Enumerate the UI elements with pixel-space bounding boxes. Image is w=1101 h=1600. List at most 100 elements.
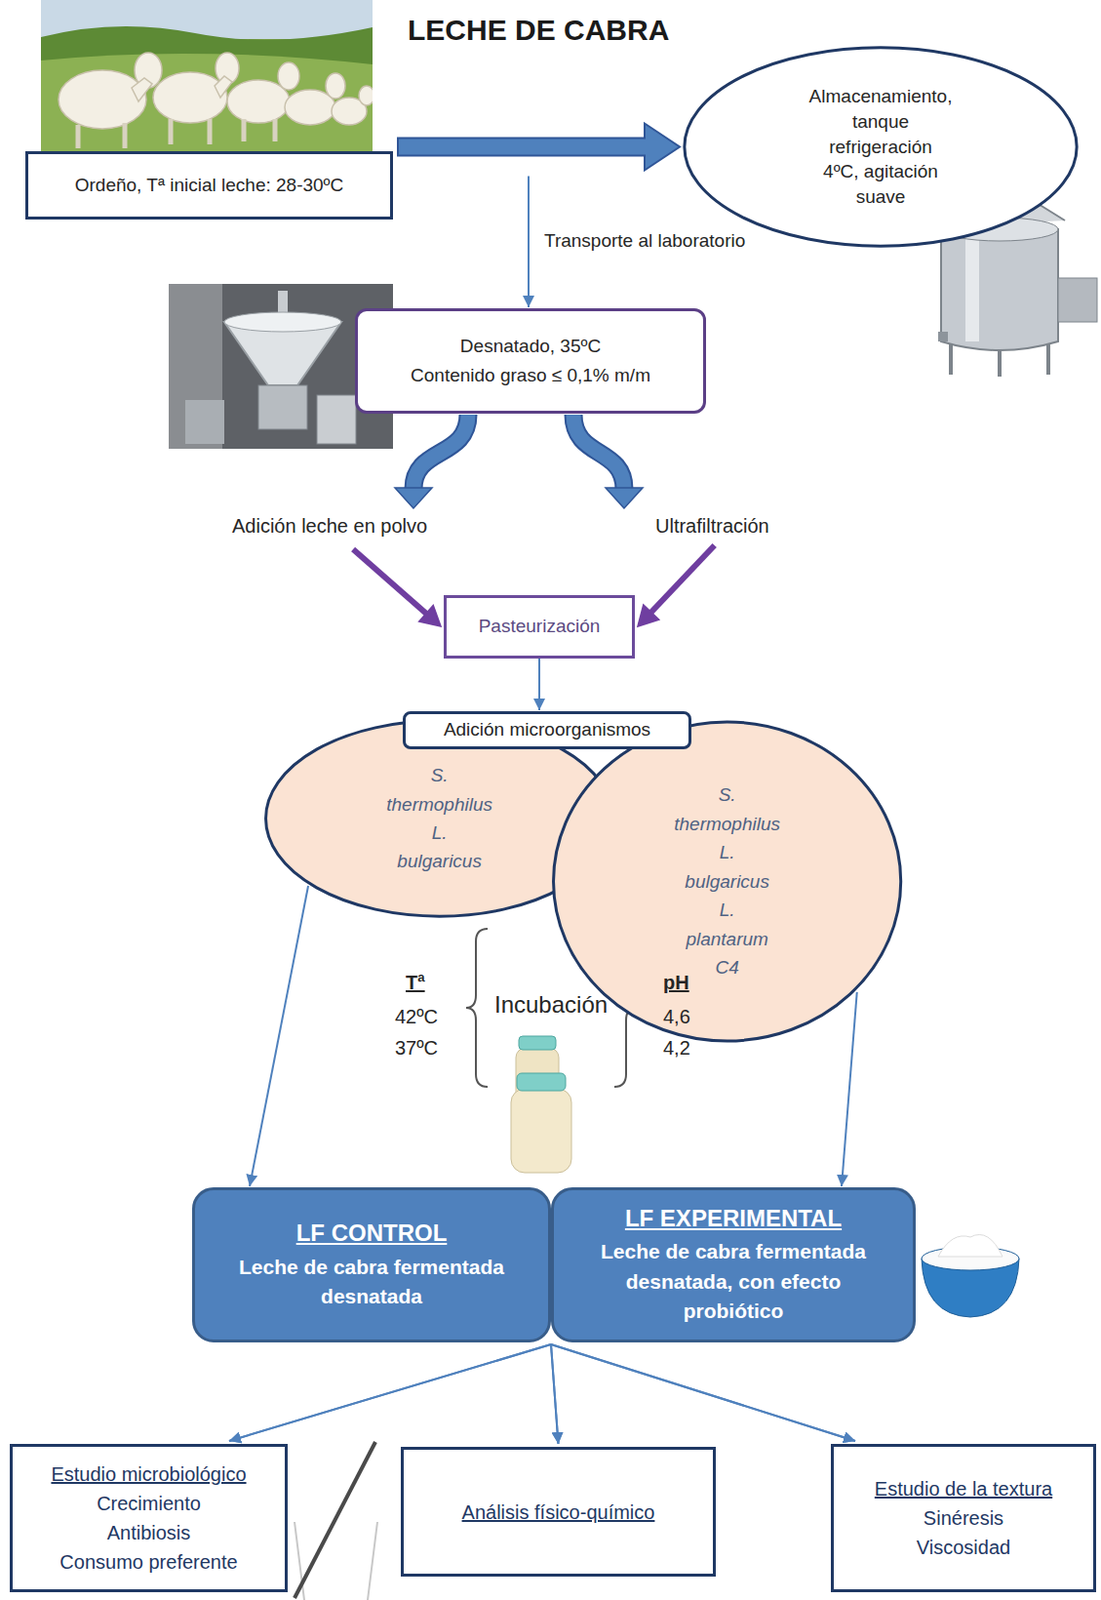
node-text: Antibiosis xyxy=(107,1517,192,1547)
incubation-label: pH xyxy=(663,971,690,994)
node-content: Almacenamiento, tanque refrigeración 4ºC… xyxy=(858,83,905,209)
process-box: Ordeño, Tª inicial leche: 28-30ºC xyxy=(25,151,394,220)
connector-line xyxy=(550,1343,856,1441)
node-text: Leche de cabra fermentada desnatada xyxy=(238,1252,505,1312)
connector-line xyxy=(550,1343,559,1444)
flow-connector xyxy=(229,1343,551,1441)
node-content: LF CONTROL Leche de cabra fermentada desn… xyxy=(208,1217,535,1311)
node-text: Adición microorganismos xyxy=(443,717,651,743)
curved-arrow-outline xyxy=(413,414,469,489)
glass-spoon-picture xyxy=(294,1441,378,1600)
node-heading: Estudio microbiológico xyxy=(50,1458,246,1489)
node-heading: Estudio de la textura xyxy=(874,1473,1053,1503)
node-content: Adición microorganismos xyxy=(413,717,681,743)
curved-arrow-body xyxy=(573,414,625,489)
goat-figures xyxy=(58,52,373,129)
node-content: Pasteurización xyxy=(454,614,625,639)
incubation-label: 37ºC xyxy=(394,1036,438,1060)
flow-connector xyxy=(550,1343,559,1444)
node-text: Pasteurización xyxy=(478,614,601,639)
node-text: Desnatado, 35ºC xyxy=(460,331,601,361)
connector-line xyxy=(841,991,858,1186)
edge-label: Adición leche en polvo xyxy=(232,514,428,538)
tank-legs xyxy=(950,343,1049,377)
flow-connector xyxy=(841,991,858,1186)
node-text: Crecimiento xyxy=(96,1488,201,1518)
flow-connector xyxy=(397,123,680,171)
arrowhead xyxy=(637,604,660,627)
node-text: L. plantarum C4 xyxy=(685,895,769,982)
process-box: Adición microorganismos xyxy=(402,710,692,749)
yogurt-bottles-picture xyxy=(511,1035,572,1173)
node-content: Ordeño, Tª inicial leche: 28-30ºC xyxy=(38,173,381,198)
node-content: Estudio microbiológicoCrecimientoAntibio… xyxy=(20,1458,277,1576)
process-box: Pasteurización xyxy=(443,594,635,659)
storage-ellipse: Almacenamiento, tanque refrigeración 4ºC… xyxy=(681,45,1080,248)
connector-line xyxy=(249,885,309,1186)
curved-arrow-body xyxy=(413,414,469,489)
connector-line xyxy=(651,545,715,612)
incubation-label: 42ºC xyxy=(394,1005,438,1028)
node-text: Viscosidad xyxy=(916,1532,1011,1562)
yogurt-bowl-picture xyxy=(921,1234,1020,1318)
tank-motor xyxy=(1058,277,1098,322)
tank-highlight xyxy=(965,238,980,342)
ellipse-shape xyxy=(684,47,1077,246)
node-content: Desnatado, 35ºCContenido graso ≤ 0,1% m/… xyxy=(367,331,694,392)
node-text: L. bulgaricus xyxy=(684,837,770,896)
node-text: Ordeño, Tª inicial leche: 28-30ºC xyxy=(75,173,345,198)
arrowhead xyxy=(394,487,433,509)
flow-connector xyxy=(550,1343,856,1441)
incubation-label: Tª xyxy=(405,971,426,994)
flow-connector xyxy=(550,1343,856,1441)
node-heading: LF CONTROL xyxy=(296,1217,448,1248)
connector-line xyxy=(550,1343,559,1444)
flow-connector xyxy=(249,885,309,1186)
node-text: Sinéresis xyxy=(923,1502,1004,1533)
goats-photo xyxy=(40,0,373,152)
edge-label: Ultrafiltración xyxy=(655,514,770,538)
node-content: Análisis físico-químico xyxy=(411,1496,706,1527)
connector-line xyxy=(353,549,427,614)
flow-connector xyxy=(528,176,530,309)
photo-ground xyxy=(40,0,373,152)
tank-body xyxy=(941,229,1059,351)
machine-body xyxy=(258,385,308,430)
curved-arrow-outline xyxy=(573,414,625,489)
node-text: Consumo preferente xyxy=(59,1546,237,1576)
node-text: Contenido graso ≤ 0,1% m/m xyxy=(410,360,651,391)
process-box: Desnatado, 35ºCContenido graso ≤ 0,1% m/… xyxy=(354,308,707,414)
node-text: S. thermophilus xyxy=(386,760,493,819)
flow-connector xyxy=(229,1343,551,1441)
node-text: Almacenamiento, tanque refrigeración 4ºC… xyxy=(809,83,953,209)
study-box: Estudio de la texturaSinéresisViscosidad xyxy=(830,1443,1097,1592)
flow-connector xyxy=(550,1343,559,1444)
node-content: LF EXPERIMENTALLeche de cabra fermentada… xyxy=(567,1202,900,1327)
node-heading: Análisis físico-químico xyxy=(462,1496,656,1527)
node-text: Leche de cabra fermentada desnatada, con… xyxy=(600,1236,866,1326)
machine-cup xyxy=(185,399,225,444)
study-box: Análisis físico-químico xyxy=(400,1446,716,1576)
connector-line xyxy=(538,658,541,710)
product-box: LF EXPERIMENTALLeche de cabra fermentada… xyxy=(550,1186,916,1342)
connector-line xyxy=(229,1343,551,1441)
product-box: LF CONTROL Leche de cabra fermentada desn… xyxy=(192,1186,551,1342)
funnel-rim xyxy=(224,312,342,332)
block-arrow xyxy=(397,123,680,171)
edge-label: Transporte al laboratorio xyxy=(544,230,746,252)
node-content: Estudio de la texturaSinéresisViscosidad xyxy=(841,1473,1086,1562)
incubation-label: Incubación xyxy=(494,990,608,1019)
node-text: L. bulgaricus xyxy=(396,818,482,876)
connector-line xyxy=(229,1343,551,1441)
node-text: S. thermophilus xyxy=(673,780,781,838)
diagram-title: LECHE DE CABRA xyxy=(407,13,669,47)
connector-line xyxy=(550,1343,856,1441)
arrowhead xyxy=(605,487,643,509)
node-heading: LF EXPERIMENTAL xyxy=(625,1202,842,1233)
machine-cup xyxy=(316,394,356,444)
arrowhead xyxy=(419,605,441,627)
goat-legs xyxy=(78,118,276,149)
study-box: Estudio microbiológicoCrecimientoAntibio… xyxy=(9,1443,288,1592)
photo-meadow xyxy=(40,53,373,152)
